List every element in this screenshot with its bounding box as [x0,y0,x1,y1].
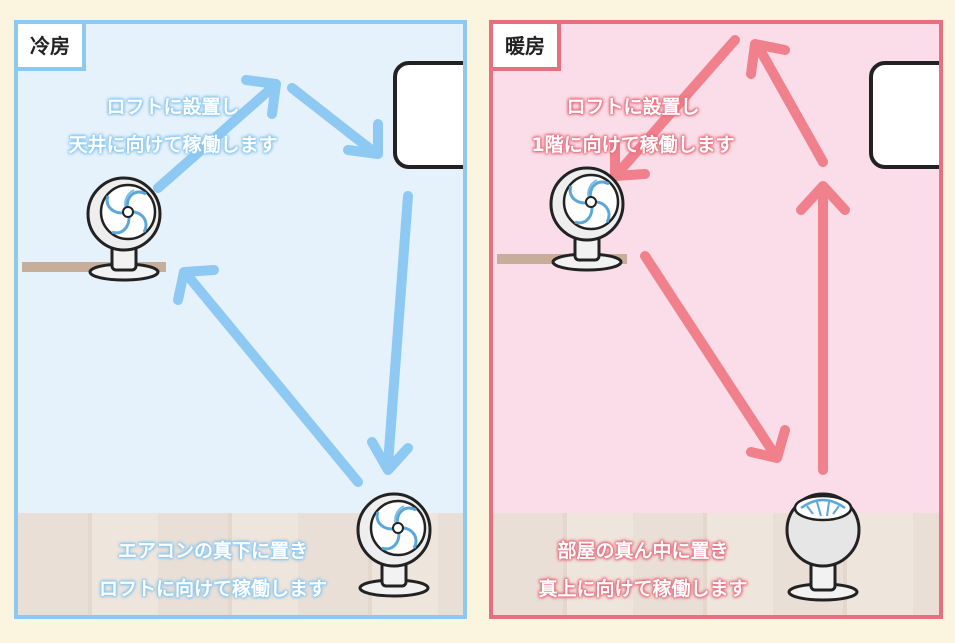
arrow-icon [383,191,413,469]
arrow-icon [612,35,740,179]
arrow-icon [343,119,383,159]
floor-instruction: エアコンの真下に置き ロフトに向けて稼働します [98,540,327,600]
arrow-icon [640,251,778,457]
floor-instruction: 部屋の真ん中に置き 真上に向けて稼働します [538,540,748,600]
airflow-arrows [610,35,850,475]
cooling-panel: 冷房 ロフトに設置し 天井に向けて稼働します エアコンの真下に置き ロフトに向け… [14,20,467,619]
air-conditioner-icon [393,61,463,169]
floor [493,513,939,615]
arrow-icon [183,271,363,487]
loft-instruction: ロフトに設置し 1階に向けて稼働します [531,96,735,156]
circulator-fan-icon [86,176,162,282]
heating-panel: 暖房 ロフトに設置し 1階に向けて稼働します 部屋の真ん中に置き 真上に向けて稼… [489,20,943,619]
airflow-arrows [153,75,413,487]
panel-title: 冷房 [18,24,86,71]
air-conditioner-icon [869,61,939,169]
loft-instruction: ロフトに設置し 天井に向けて稼働します [68,96,278,156]
arrow-icon [796,181,850,215]
arrow-icon [367,437,413,475]
arrow-icon [746,39,790,79]
arrow-icon [153,81,279,193]
arrow-icon [241,75,281,119]
panel-title: 暖房 [493,24,561,71]
circulator-fan-icon [549,166,625,272]
arrow-icon [287,83,379,157]
circulator-fan-icon [785,492,861,602]
arrow-icon [173,265,219,305]
arrow-icon [754,43,828,167]
arrow-icon [746,425,790,463]
arrow-icon [610,139,650,181]
